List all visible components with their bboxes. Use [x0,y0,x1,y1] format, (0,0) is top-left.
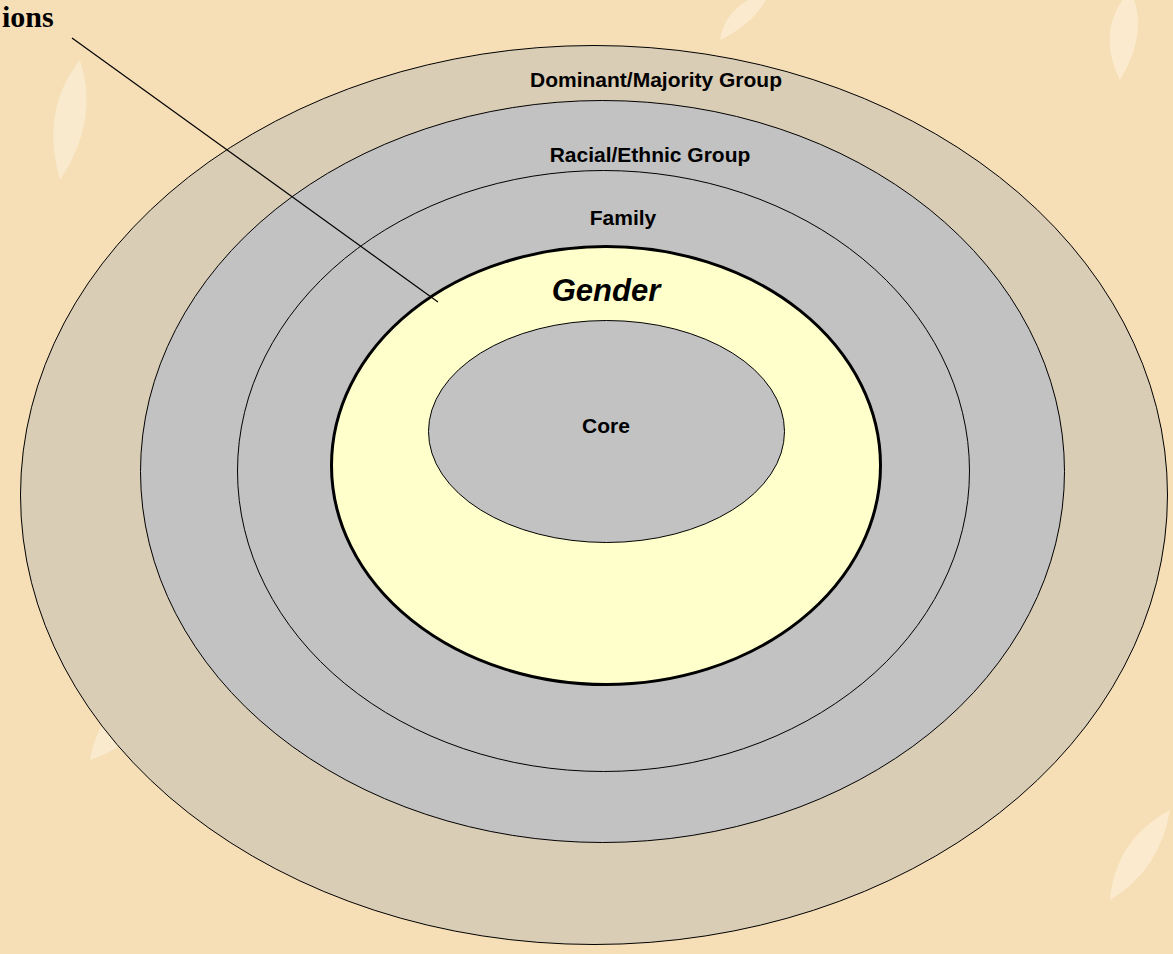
ellipse-ring: FamilyGenderCore [237,170,970,772]
callout-label: ions [2,0,54,33]
ellipse-outline [429,321,785,543]
ellipse-ring: Racial/Ethnic GroupFamilyGenderCore [140,100,1065,843]
ring-label: Core [428,413,785,438]
ellipse-outline [20,45,1168,945]
ellipse-ring: GenderCore [330,245,882,686]
ring-label: Dominant/Majority Group [82,67,1173,92]
ellipse-ring: Core [428,320,785,543]
ellipse-outline [332,247,881,685]
ellipse-outline [141,101,1065,843]
ring-label: Racial/Ethnic Group [188,142,1113,167]
ellipse-outline [21,46,1168,945]
ellipse-outline [330,245,882,686]
ellipse-outline [238,171,970,772]
ring-label: Gender [330,272,882,309]
ellipse-ring: Dominant/Majority GroupRacial/Ethnic Gro… [20,45,1168,945]
ring-label: Family [257,205,990,230]
ellipse-outline [237,170,970,772]
